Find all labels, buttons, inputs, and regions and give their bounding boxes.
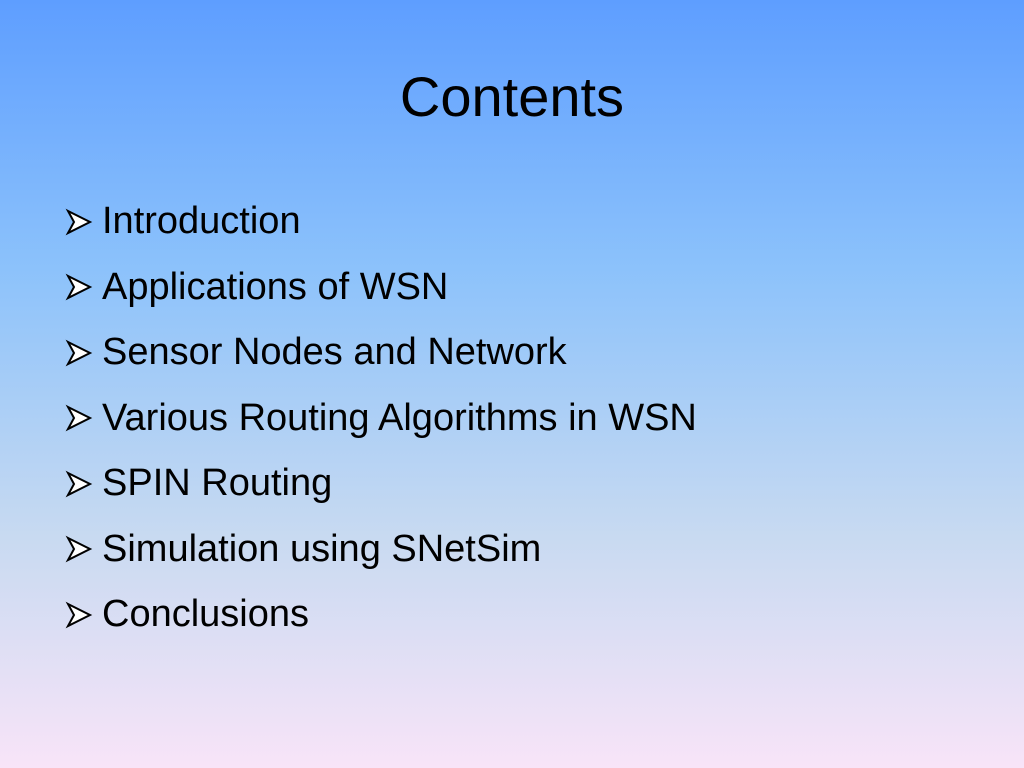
list-item: Sensor Nodes and Network: [64, 320, 697, 386]
list-item: Introduction: [64, 189, 697, 255]
list-item-label: Applications of WSN: [102, 265, 449, 308]
list-item-label: Simulation using SNetSim: [102, 527, 542, 570]
list-item-label: SPIN Routing: [102, 462, 333, 505]
list-item-label: Sensor Nodes and Network: [102, 331, 567, 374]
arrow-bullet-icon: [65, 601, 93, 629]
arrow-bullet-icon: [65, 404, 93, 432]
arrow-bullet-icon: [65, 470, 93, 498]
arrow-bullet-icon: [65, 339, 93, 367]
list-item-label: Introduction: [102, 200, 301, 243]
slide-title: Contents: [399, 65, 625, 128]
list-item-label: Various Routing Algorithms in WSN: [102, 396, 697, 439]
list-item: SPIN Routing: [64, 451, 697, 517]
arrow-bullet-icon: [65, 535, 93, 563]
arrow-bullet-icon: [65, 273, 93, 301]
list-item: Simulation using SNetSim: [64, 517, 697, 583]
list-item-label: Conclusions: [102, 593, 309, 636]
arrow-bullet-icon: [65, 208, 93, 236]
contents-list: Introduction Applications of WSN Sensor …: [64, 189, 697, 648]
list-item: Various Routing Algorithms in WSN: [64, 386, 697, 452]
list-item: Conclusions: [64, 582, 697, 648]
list-item: Applications of WSN: [64, 255, 697, 321]
